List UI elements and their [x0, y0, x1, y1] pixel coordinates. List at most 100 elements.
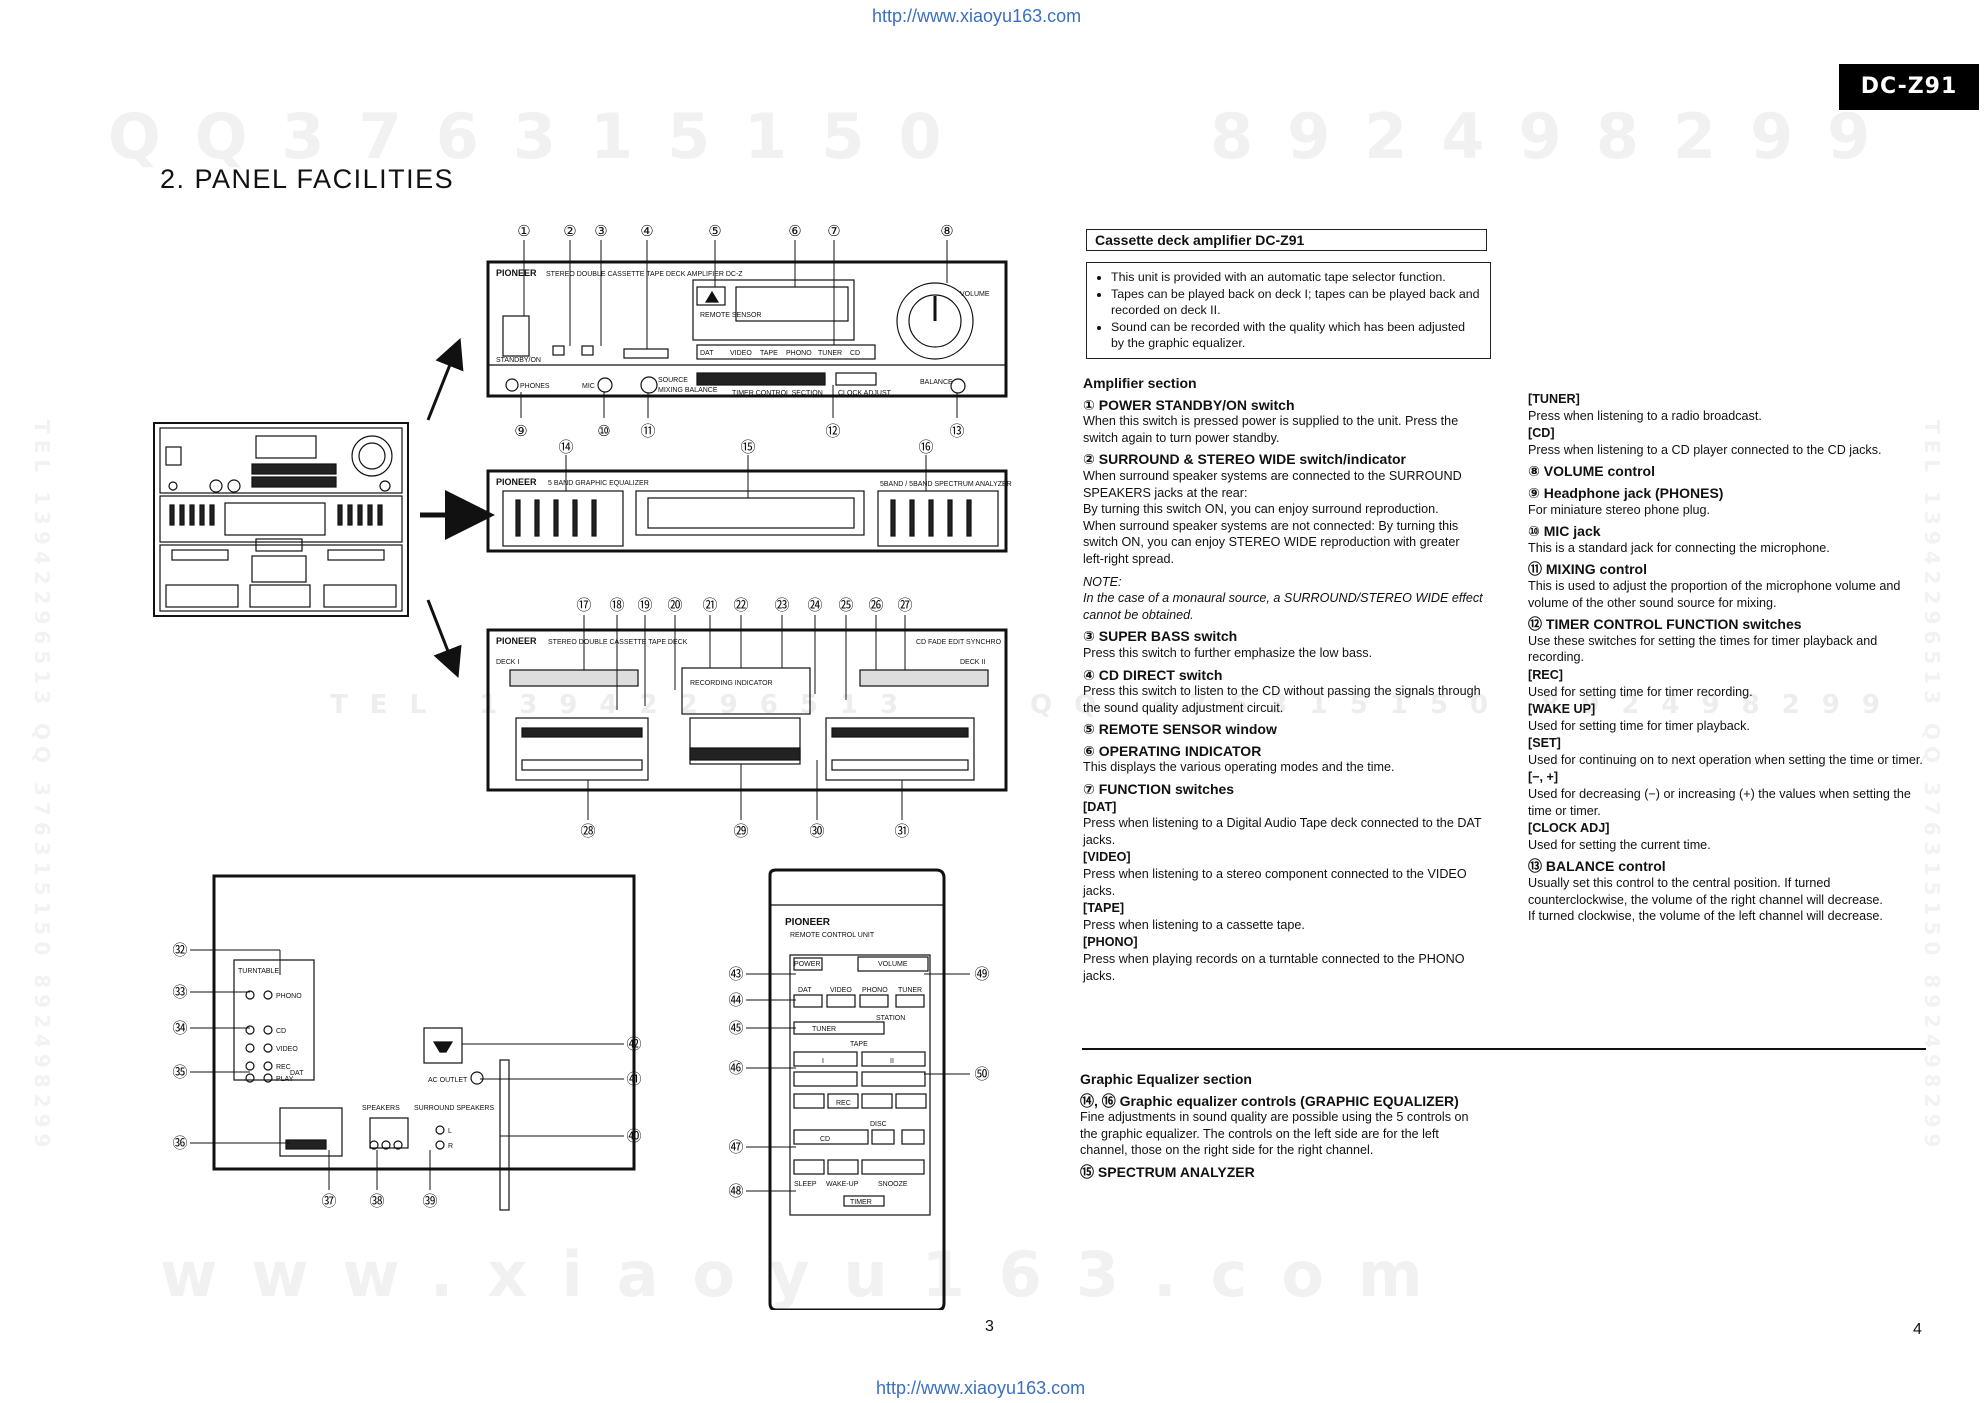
item-text: Press this switch to listen to the CD wi…	[1083, 684, 1481, 715]
timer-control-label: TIMER CONTROL SECTION	[732, 390, 823, 397]
label-27: ㉗	[897, 597, 912, 614]
label-33: ㉝	[172, 984, 187, 1001]
item-heading: ④ CD DIRECT switch	[1083, 666, 1223, 683]
column-1: Amplifier section ① POWER STANDBY/ON swi…	[1083, 370, 1483, 984]
label-32: ㉜	[172, 942, 187, 959]
intro-bullets: This unit is provided with an automatic …	[1086, 262, 1491, 359]
item-heading: ⑤ REMOTE SENSOR window	[1083, 721, 1277, 738]
item-text: Press when listening to a radio broadcas…	[1528, 408, 1762, 423]
column-3-items: ⑭, ⑯ Graphic equalizer controls (GRAPHIC…	[1080, 1093, 1480, 1181]
bullet-3: Sound can be recorded with the quality w…	[1111, 319, 1480, 352]
remote-volume: VOLUME	[878, 961, 908, 968]
item-subheading: [TAPE]	[1083, 901, 1125, 916]
watermark-vertical-left: TEL 13942296513 QQ 376315150 892498299	[30, 420, 54, 1154]
watermark-top-left: QQ376315150	[108, 100, 976, 173]
item-subheading: [WAKE UP]	[1528, 702, 1596, 717]
bullet-1: This unit is provided with an automatic …	[1111, 269, 1480, 286]
spectrum-title: 5BAND / 5BAND SPECTRUM ANALYZER	[880, 481, 1012, 488]
label-28: ㉘	[580, 823, 595, 840]
column-2-items: [TUNER]Press when listening to a radio b…	[1528, 391, 1928, 925]
item-subheading: [VIDEO]	[1083, 850, 1131, 865]
func-dat: DAT	[700, 350, 714, 357]
label-5: ⑤	[708, 223, 721, 240]
item-subheading: [CD]	[1528, 426, 1555, 441]
deck-brand: PIONEER	[496, 636, 537, 646]
remote-title: REMOTE CONTROL UNIT	[790, 932, 875, 939]
remote-cd: CD	[820, 1136, 830, 1143]
remote-tuner-2: TUNER	[812, 1026, 836, 1033]
func-video: VIDEO	[730, 350, 752, 357]
item-text: This displays the various operating mode…	[1083, 760, 1395, 775]
remote-sleep: SLEEP	[794, 1181, 817, 1188]
amp-brand: PIONEER	[496, 268, 537, 278]
clock-adjust-label: CLOCK ADJUST	[838, 390, 892, 397]
item-text: Press when listening to a CD player conn…	[1528, 442, 1882, 457]
rear-turntable: TURNTABLE	[238, 968, 279, 975]
watermark-middle: TEL 13942296513	[330, 690, 921, 720]
item-text: Press when playing records on a turntabl…	[1083, 952, 1465, 983]
item-text: Used for continuing on to next operation…	[1528, 752, 1923, 767]
label-4: ④	[640, 223, 653, 240]
label-50: ㊿	[974, 1066, 989, 1083]
watermark-vertical-right: TEL 13942296513 QQ 376315150 892498299	[1920, 420, 1944, 1154]
remote-deck-2: II	[890, 1058, 894, 1065]
remote-brand: PIONEER	[785, 917, 831, 928]
unit-overview	[153, 422, 409, 617]
item-heading: ⑦ FUNCTION switches	[1083, 781, 1235, 798]
label-11: ⑪	[640, 423, 655, 440]
bullet-2: Tapes can be played back on deck I; tape…	[1111, 286, 1480, 319]
label-3: ③	[594, 223, 607, 240]
item-subheading: [CLOCK ADJ]	[1528, 821, 1610, 836]
label-40: ㊵	[626, 1128, 641, 1145]
page-number-left: 3	[985, 1318, 994, 1335]
label-18: ⑱	[609, 597, 624, 614]
equalizer-panel	[486, 469, 1008, 553]
model-tab: DC-Z91	[1839, 64, 1979, 110]
remote-tuner: TUNER	[898, 987, 922, 994]
label-45: ㊺	[728, 1020, 743, 1037]
label-35: ㉟	[172, 1064, 187, 1081]
item-heading: ⑮ SPECTRUM ANALYZER	[1080, 1163, 1255, 1180]
label-34: ㉞	[172, 1020, 187, 1037]
remote-snooze: SNOOZE	[878, 1181, 908, 1188]
label-48: ㊽	[728, 1183, 743, 1200]
rear-r: R	[448, 1143, 453, 1150]
rear-l: L	[448, 1128, 452, 1135]
label-25: ㉕	[838, 597, 853, 614]
eq-section-heading: Graphic Equalizer section	[1080, 1071, 1252, 1087]
func-tape: TAPE	[760, 350, 778, 357]
remote-rec: REC	[836, 1100, 851, 1107]
recording-indicator-label: RECORDING INDICATOR	[690, 680, 773, 687]
rear-play: PLAY	[276, 1076, 294, 1083]
item-text: Press this switch to further emphasize t…	[1083, 645, 1373, 660]
label-39: ㊴	[422, 1193, 437, 1210]
label-46: ㊻	[728, 1060, 743, 1077]
remote-sensor-label: REMOTE SENSOR	[700, 312, 761, 319]
rear-panel	[212, 874, 636, 1211]
item-text: For miniature stereo phone plug.	[1528, 502, 1711, 517]
item-subheading: [SET]	[1528, 736, 1561, 751]
label-36: ㊱	[172, 1135, 187, 1152]
func-cd: CD	[850, 350, 860, 357]
item-text: When this switch is pressed power is sup…	[1083, 414, 1459, 445]
deck-title: STEREO DOUBLE CASSETTE TAPE DECK	[548, 639, 688, 646]
item-heading: ⑩ MIC jack	[1528, 523, 1601, 540]
deck-right: CD FADE EDIT SYNCHRO	[916, 639, 1002, 646]
label-12: ⑫	[825, 423, 840, 440]
remote-control	[768, 868, 946, 1310]
item-text: This is a standard jack for connecting t…	[1528, 540, 1830, 555]
deck-panel	[486, 628, 1008, 792]
item-text: Usually set this control to the central …	[1528, 876, 1883, 924]
label-26: ㉖	[868, 597, 883, 614]
item-heading: ⑥ OPERATING INDICATOR	[1083, 742, 1262, 759]
item-text: Fine adjustments in sound quality are po…	[1080, 1110, 1469, 1158]
section-title: 2. PANEL FACILITIES	[160, 164, 455, 194]
item-text: Used for decreasing (−) or increasing (+…	[1528, 787, 1911, 818]
label-47: ㊼	[728, 1139, 743, 1156]
label-42: ㊷	[626, 1036, 641, 1053]
func-phono: PHONO	[786, 350, 812, 357]
rear-phono: PHONO	[276, 993, 302, 1000]
deck1-label: DECK I	[496, 659, 519, 666]
label-20: ⑳	[667, 597, 682, 614]
